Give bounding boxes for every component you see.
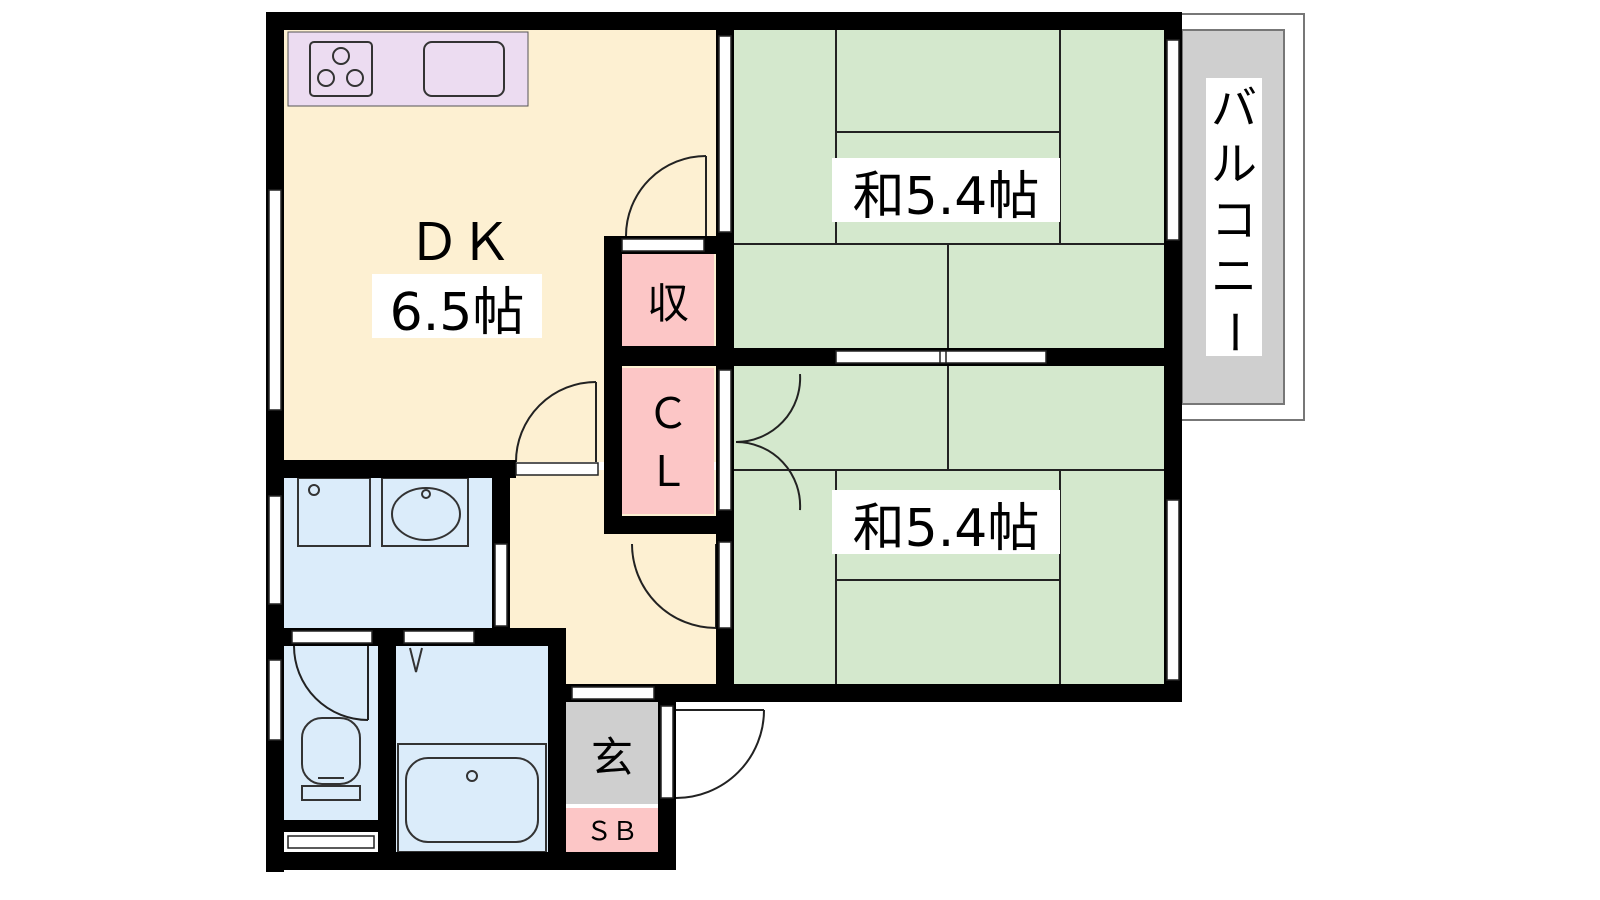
wall-openings [268, 35, 1180, 849]
toilet-icon [301, 717, 361, 801]
closet-label-line1: Ｃ [647, 389, 689, 438]
washitsu-bottom-label: 和5.4帖 [853, 499, 1040, 559]
tatami-lines-top [734, 30, 1166, 352]
dk-room-name: ＤＫ [408, 213, 512, 273]
shoe-box-label: ＳＢ [586, 817, 638, 847]
svg-text:ー: ー [1207, 309, 1261, 355]
storage-floor [622, 254, 714, 346]
washing-machine-icon [297, 477, 371, 547]
svg-text:コ: コ [1211, 193, 1257, 247]
dk-room-size: 6.5帖 [390, 283, 525, 343]
entrance-label: 玄 [591, 733, 633, 782]
svg-text:バ: バ [1211, 81, 1257, 135]
balcony-label: バ ル コ ニ ー [1207, 81, 1261, 355]
svg-text:ル: ル [1211, 137, 1257, 191]
shoe-box-floor [566, 808, 660, 852]
washitsu-top-label: 和5.4帖 [853, 167, 1040, 227]
closet-label-line2: Ｌ [647, 447, 689, 496]
closet-floor [622, 368, 714, 514]
sink-icon [423, 41, 505, 97]
toilet-floor [284, 642, 378, 822]
stove-icon [309, 41, 373, 97]
entrance-floor [566, 702, 660, 804]
svg-text:ニ: ニ [1211, 249, 1257, 303]
kitchen-counter [287, 31, 529, 107]
bathroom-floor [396, 642, 548, 852]
wash-basin-icon [381, 477, 469, 547]
balcony [1179, 13, 1305, 421]
storage-label: 収 [647, 279, 689, 328]
